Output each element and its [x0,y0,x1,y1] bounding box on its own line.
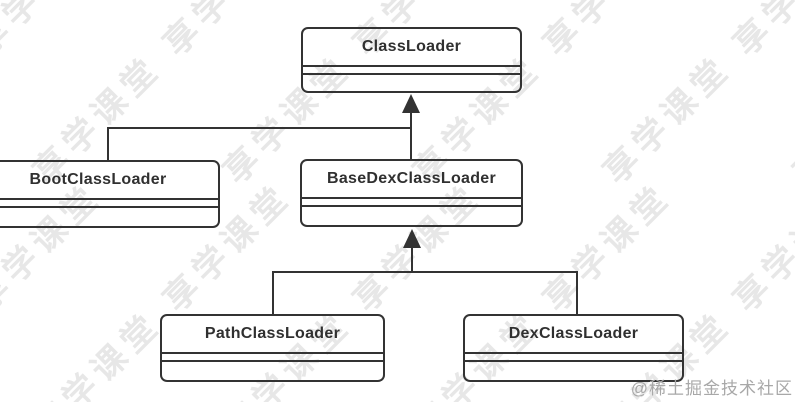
class-name-classloader: ClassLoader [361,38,462,55]
class-box-bootclassloader: BootClassLoader [0,160,220,228]
edge-basedexclassloader-to-classloader-vertical [410,110,412,159]
edge-bootclassloader-to-classloader-horizontal [107,127,412,129]
watermark-text: 享学课堂 [150,0,301,65]
class-name-pathclassloader: PathClassLoader [204,325,341,342]
credit-watermark: @稀土掘金技术社区 [630,379,793,398]
class-box-pathclassloader: PathClassLoader [160,314,385,382]
methods-compartment [302,205,521,225]
edge-stem-to-basedexclassloader-vertical [411,245,413,273]
fields-compartment [0,198,218,206]
watermark-text: 享学课堂 [720,0,795,65]
class-name-basedexclassloader: BaseDexClassLoader [326,170,497,187]
edge-path-dex-horizontal [272,271,578,273]
methods-compartment [162,360,383,380]
watermark-text: 享学课堂 [536,176,680,320]
watermark-text: 享学课堂 [726,176,795,320]
class-name-dexclassloader: DexClassLoader [508,325,639,342]
fields-compartment [303,65,520,73]
inheritance-arrowhead-to-classloader [402,94,420,113]
edge-dexclassloader-vertical [576,271,578,314]
fields-compartment [302,197,521,205]
methods-compartment [303,73,520,91]
watermark-text: 享学课堂 [26,304,170,402]
watermark-text: 享学课堂 [596,48,740,192]
edge-pathclassloader-vertical [272,271,274,314]
edge-bootclassloader-to-classloader-vertical [107,127,109,160]
methods-compartment [465,360,682,380]
fields-compartment [465,352,682,360]
fields-compartment [162,352,383,360]
class-name-bootclassloader: BootClassLoader [29,171,167,188]
class-box-classloader: ClassLoader [301,27,522,93]
class-box-basedexclassloader: BaseDexClassLoader [300,159,523,227]
watermark-text: 享学课堂 [786,48,795,192]
inheritance-arrowhead-to-basedexclassloader [403,229,421,248]
watermark-text: 享学课堂 [0,0,111,65]
methods-compartment [0,206,218,226]
watermark-text: 享学课堂 [530,0,681,65]
class-box-dexclassloader: DexClassLoader [463,314,684,382]
